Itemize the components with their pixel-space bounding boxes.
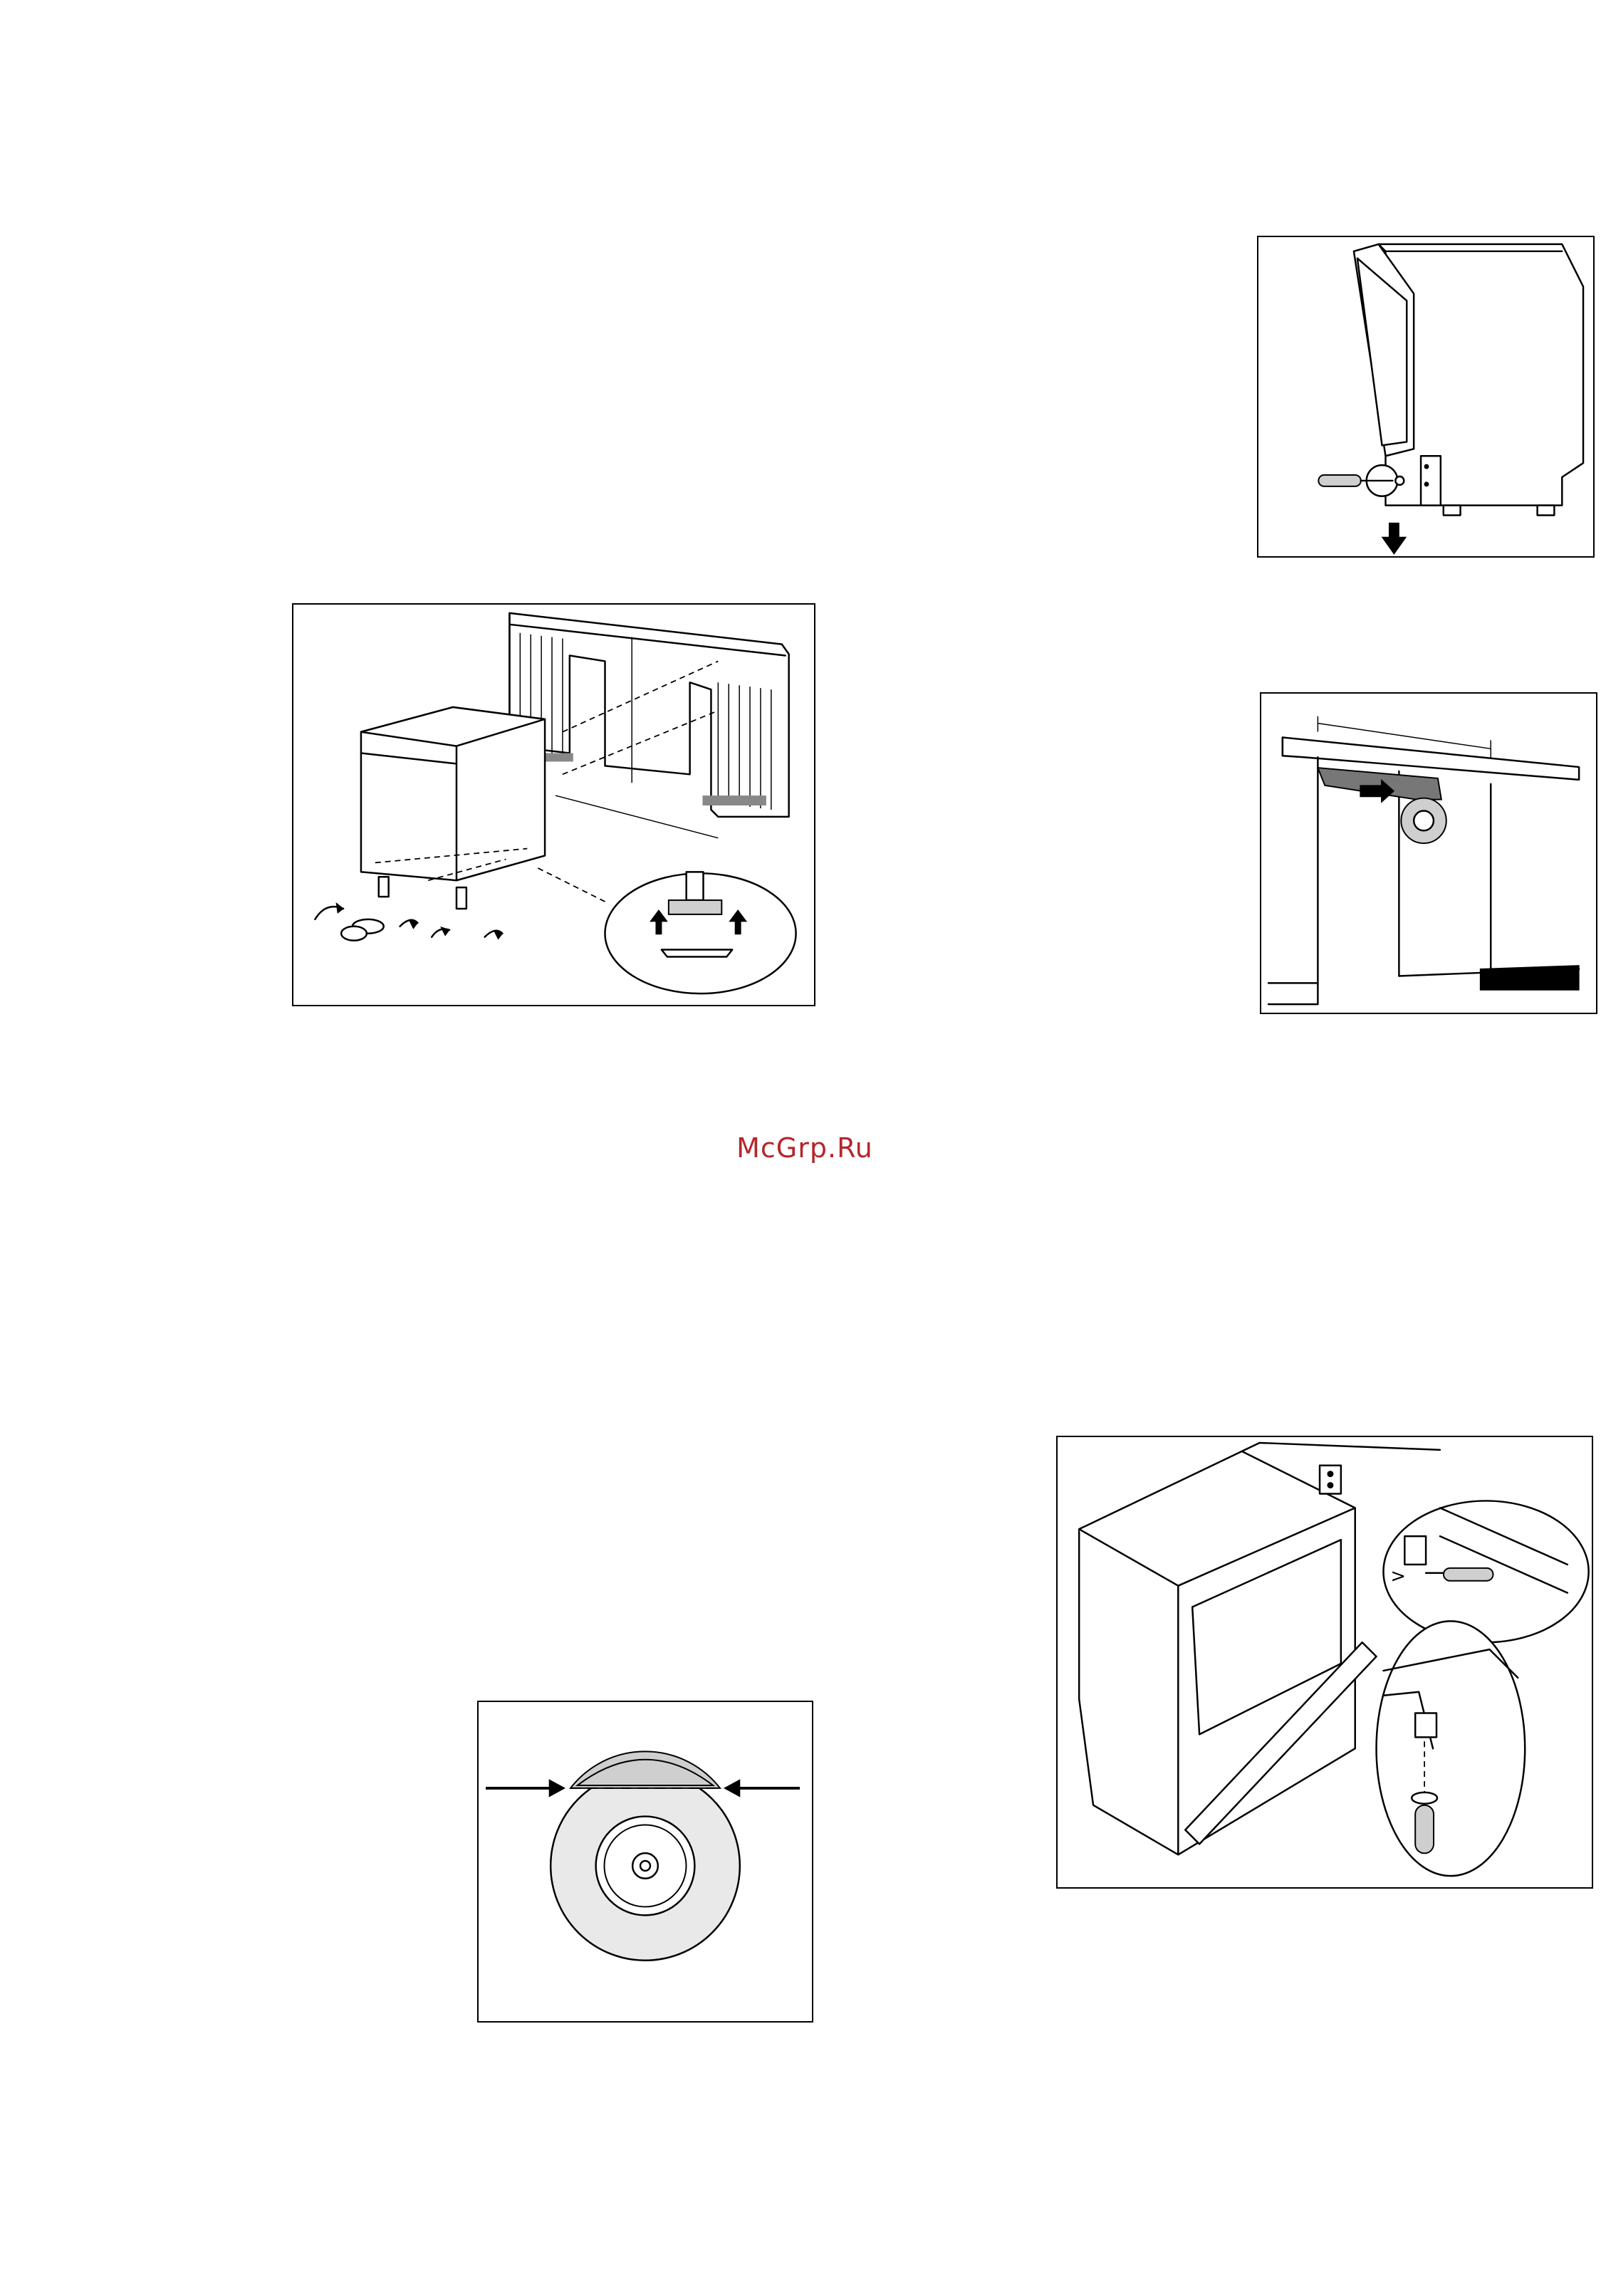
svg-text:>: > (1390, 1566, 1406, 1587)
watermark: McGrp.Ru (712, 1132, 897, 1164)
level-figure (477, 1701, 813, 2023)
door-hinge-adjustment-illustration: > (1058, 1437, 1592, 1887)
installation-figure (292, 603, 815, 1006)
door-adjust-figure: > (1056, 1436, 1593, 1889)
tape-figure (1260, 692, 1597, 1014)
dishwasher-installation-illustration (293, 605, 814, 1005)
condensation-tape-illustration (1261, 694, 1596, 1013)
dishwasher-side-screw-illustration (1258, 237, 1593, 556)
door-screw-figure (1257, 236, 1595, 558)
level-indicator-illustration (479, 1702, 812, 2021)
